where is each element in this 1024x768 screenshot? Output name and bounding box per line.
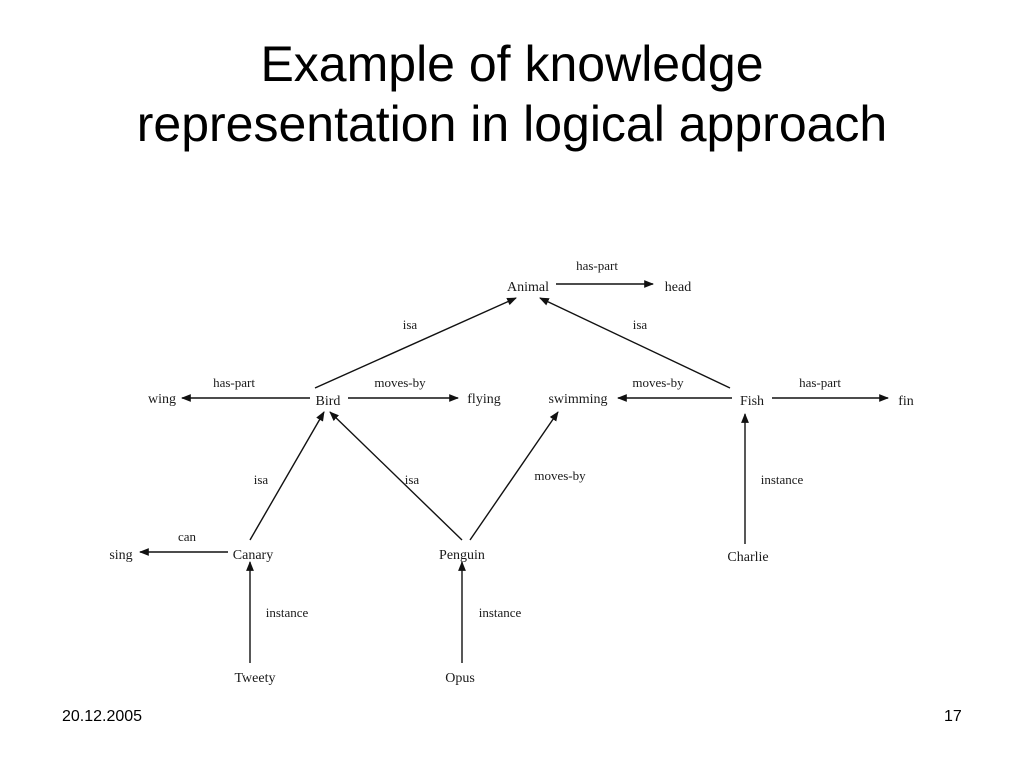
edge-bird-animal [314,297,517,389]
node-charlie: Charlie [727,550,768,565]
edge-label-charlie-fish: instance [761,472,804,487]
node-fin: fin [898,394,914,409]
node-tweety: Tweety [234,671,275,686]
node-head: head [665,280,691,295]
edge-label-penguin-swimming: moves-by [534,468,586,483]
slide-title: Example of knowledge representation in l… [0,34,1024,154]
edge-label-fish-swimming: moves-by [632,375,684,390]
node-fish: Fish [740,394,764,409]
edge-label-canary-sing: can [178,529,197,544]
edge-label-penguin-bird: isa [405,472,420,487]
node-sing: sing [109,548,132,563]
edge-label-animal-head: has-part [576,258,618,273]
edge-label-bird-wing: has-part [213,375,255,390]
edge-label-fish-fin: has-part [799,375,841,390]
edge-label-opus-penguin: instance [479,605,522,620]
edge-labels-layer: has-part isa isa has-part moves-by moves-by ha… [178,258,841,620]
footer-date: 20.12.2005 [62,708,143,725]
edge-label-bird-flying: moves-by [374,375,426,390]
nodes-layer: Animal head wing Bird flying swimming Fish fin s… [109,280,913,686]
node-bird: Bird [316,394,341,409]
title-line-2: representation in logical approach [136,96,888,152]
node-opus: Opus [445,671,475,686]
edge-penguin-swimming [469,411,559,541]
node-swimming: swimming [548,392,607,407]
node-wing: wing [148,392,176,407]
title-line-1: Example of knowledge [260,36,764,92]
node-penguin: Penguin [439,548,485,563]
node-flying: flying [467,392,500,407]
edges-layer [139,280,889,663]
edge-penguin-bird [329,411,463,541]
node-animal: Animal [507,280,549,295]
edge-canary-bird [249,411,325,541]
edge-label-fish-animal: isa [633,317,648,332]
node-canary: Canary [233,548,273,563]
edge-label-bird-animal: isa [403,317,418,332]
edge-label-canary-bird: isa [254,472,269,487]
edge-label-tweety-canary: instance [266,605,309,620]
edge-fish-animal [539,297,731,389]
page-number: 17 [944,708,962,725]
